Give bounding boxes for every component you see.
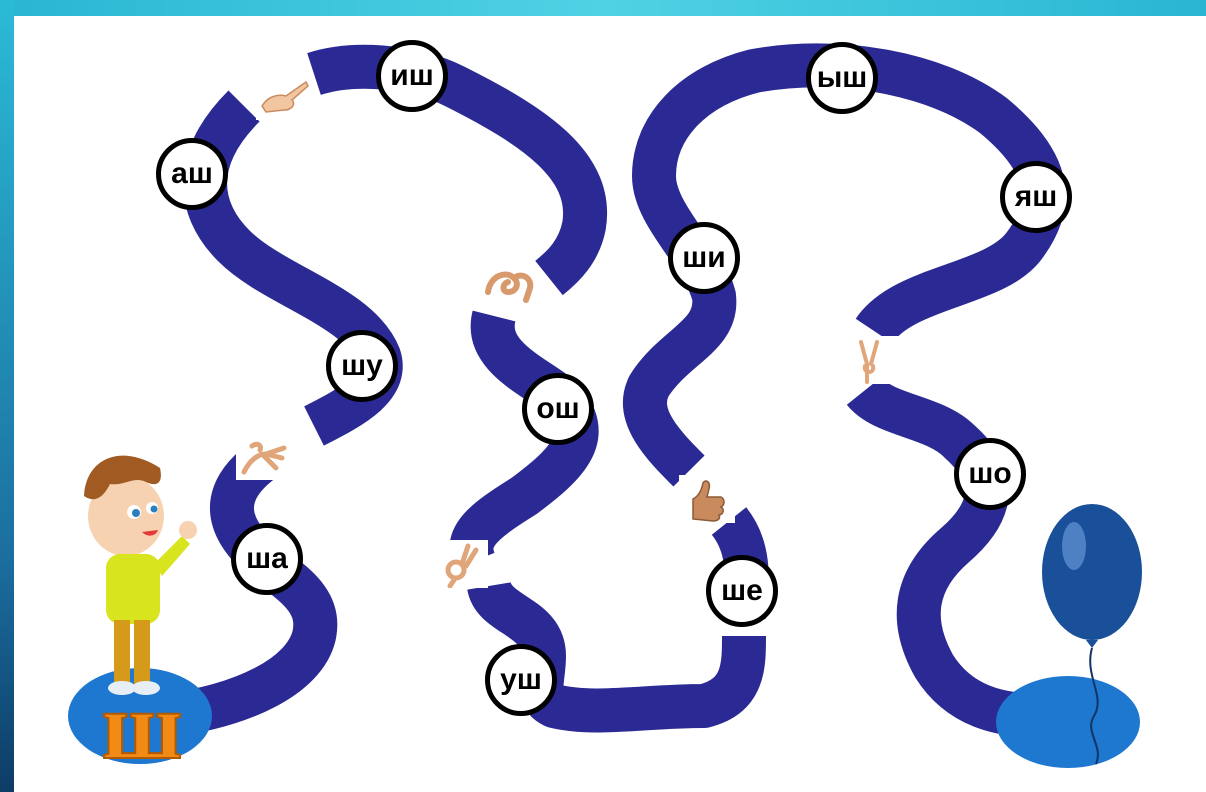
hand-ring-icon bbox=[480, 262, 536, 310]
start-letter: ш bbox=[100, 672, 183, 779]
syllable-sho[interactable]: шо bbox=[954, 438, 1026, 510]
path-track bbox=[161, 43, 1066, 738]
path-segment-3 bbox=[307, 44, 608, 296]
path-segment-8 bbox=[846, 375, 1045, 738]
path-segment-4 bbox=[449, 310, 599, 570]
hand-pointing-icon bbox=[256, 72, 312, 120]
path-segment-5 bbox=[467, 579, 766, 733]
hand-v-icon bbox=[843, 336, 899, 384]
hand-wave-icon bbox=[236, 432, 292, 480]
hand-thumbs-up-icon bbox=[679, 475, 735, 523]
syllable-ash[interactable]: аш bbox=[156, 138, 228, 210]
syllable-osh[interactable]: ош bbox=[522, 373, 594, 445]
syllable-she[interactable]: ше bbox=[706, 555, 778, 627]
syllable-ish[interactable]: иш bbox=[376, 40, 448, 112]
top-frame bbox=[0, 0, 1206, 20]
path-segment-7 bbox=[623, 43, 1066, 487]
left-frame bbox=[0, 0, 14, 792]
path-segment-1 bbox=[161, 437, 338, 738]
syllable-ush[interactable]: уш bbox=[485, 644, 557, 716]
syllable-shi[interactable]: ши bbox=[668, 222, 740, 294]
syllable-yash[interactable]: яш bbox=[1000, 161, 1072, 233]
hand-ok-icon bbox=[432, 540, 488, 589]
syllable-ysh[interactable]: ыш bbox=[806, 42, 878, 114]
syllable-sha[interactable]: ша bbox=[231, 523, 303, 595]
game-board: аш иш шу ша ош уш ши ше ыш яш шо ш bbox=[14, 16, 1206, 792]
syllable-shu[interactable]: шу bbox=[326, 330, 398, 402]
